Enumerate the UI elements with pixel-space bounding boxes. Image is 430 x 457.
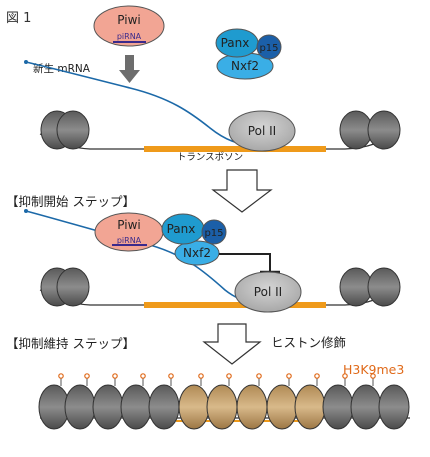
inhibition-line (219, 253, 271, 271)
step-arrow-icon (211, 169, 273, 213)
h3k9me3-mark (168, 373, 174, 379)
piwi-label: Piwi (117, 13, 140, 27)
nucleosome (236, 384, 268, 430)
h3k9me3-label: H3K9me3 (343, 362, 404, 377)
h3k9me3-mark (226, 373, 232, 379)
h3k9me3-mark (112, 373, 118, 379)
panel-step1: Piwi piRNA Nxf2 Panx p15 Pol II (24, 209, 401, 313)
nucleosome (92, 384, 124, 430)
nucleosome (294, 384, 326, 430)
h3k9me3-mark (286, 373, 292, 379)
panel-initial: Piwi piRNA Nxf2 Panx p15 新生 mRNA トランスポソン (24, 5, 401, 163)
pirna-label: piRNA (117, 236, 142, 245)
h3k9me3-mark (370, 373, 376, 379)
piwi-protein: Piwi piRNA (93, 5, 165, 47)
figure-label: 図 1 (6, 11, 31, 26)
nucleosome-group-right (339, 110, 401, 150)
panx-label: Panx (167, 222, 196, 236)
p15-label: p15 (259, 43, 278, 54)
nucleosome-group-right (339, 267, 401, 307)
nxf2-label: Nxf2 (183, 246, 211, 260)
piwi-protein: Piwi piRNA (94, 212, 164, 252)
h3k9me3-mark (140, 373, 146, 379)
h3k9me3-mark (314, 373, 320, 379)
step-arrow-icon (202, 323, 262, 365)
pol2-enzyme (234, 271, 302, 313)
nascent-mrna-strand (25, 61, 259, 147)
panx-label: Panx (221, 36, 250, 50)
nucleosome (266, 384, 298, 430)
panel-step2 (38, 373, 410, 430)
h3k9me3-mark (84, 373, 90, 379)
nucleosome-group-left (40, 110, 90, 150)
pol2-label: Pol II (254, 285, 282, 299)
nucleosome (64, 384, 96, 430)
pol2-label: Pol II (248, 124, 276, 138)
transposon-label: トランスポソン (177, 152, 243, 163)
nxf2-label: Nxf2 (231, 59, 259, 73)
pol2-enzyme (228, 110, 296, 152)
p15-label: p15 (204, 228, 223, 239)
nascent-mrna-label: 新生 mRNA (33, 62, 91, 75)
step1-label: 【抑制開始 ステップ】 (6, 194, 135, 209)
histone-modification-label: ヒストン修飾 (271, 335, 346, 350)
nucleosome (178, 384, 210, 430)
h3k9me3-mark (58, 373, 64, 379)
nucleosome (378, 384, 410, 430)
pirna-label: piRNA (117, 32, 142, 41)
piwi-label: Piwi (117, 218, 140, 232)
nucleosome (350, 384, 382, 430)
h3k9me3-mark (256, 373, 262, 379)
transposon-region (144, 302, 326, 308)
nucleosome-group-left (40, 267, 90, 307)
panx-nxf2-complex: Nxf2 Panx p15 (161, 213, 227, 266)
h3k9me3-mark (342, 373, 348, 379)
h3k9me3-mark (198, 373, 204, 379)
nucleosome (148, 384, 180, 430)
nucleosome (322, 384, 354, 430)
panx-nxf2-complex: Nxf2 Panx p15 (215, 28, 282, 80)
heterochromatin-nucleosomes (38, 373, 410, 430)
step2-label: 【抑制維持 ステップ】 (6, 336, 135, 351)
nucleosome (206, 384, 238, 430)
transposon-region (144, 146, 326, 152)
down-arrow-icon (119, 55, 140, 83)
nucleosome (120, 384, 152, 430)
